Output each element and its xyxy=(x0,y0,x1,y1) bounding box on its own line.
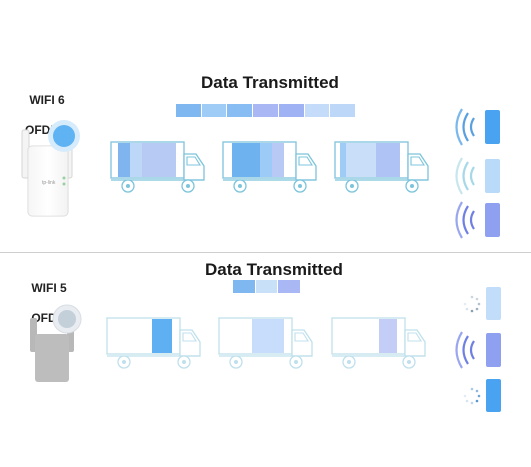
wifi5-device-1 xyxy=(463,287,501,320)
wifi6-bar-segment-4 xyxy=(253,104,279,117)
wifi6-standard: WIFI 6 xyxy=(29,93,65,107)
wifi6-bar-segment-3 xyxy=(227,104,254,117)
wifi6-device-1 xyxy=(455,108,500,146)
wifi5-device-2 xyxy=(455,331,501,369)
wifi6-bar-segment-7 xyxy=(330,104,357,117)
wifi5-data-bar xyxy=(233,280,302,293)
wifi6-bar-segment-5 xyxy=(278,104,305,117)
wifi5-standard: WIFI 5 xyxy=(31,281,67,295)
wifi6-data-bar xyxy=(176,104,357,117)
wifi5-truck-1 xyxy=(106,317,201,369)
wifi6-truck-3 xyxy=(334,141,429,193)
wifi6-truck-1 xyxy=(110,141,205,193)
section-divider xyxy=(0,252,531,253)
loading-spinner-icon xyxy=(463,295,481,313)
wifi5-device-3 xyxy=(463,379,501,412)
wifi5-title: Data Transmitted xyxy=(205,260,343,279)
wifi6-truck-2 xyxy=(222,141,317,193)
wifi5-bar-segment-3 xyxy=(278,280,302,293)
wifi6-bar-segment-1 xyxy=(176,104,202,117)
wifi6-signal-indicator xyxy=(48,120,80,152)
wifi5-truck-3 xyxy=(331,317,426,369)
wifi6-device-3 xyxy=(455,201,500,239)
wifi5-bar-segment-2 xyxy=(255,280,279,293)
wifi5-signal-indicator xyxy=(52,304,82,334)
svg-text:tp-link: tp-link xyxy=(42,180,56,186)
wifi6-bar-segment-6 xyxy=(304,104,331,117)
wifi5-bar-segment-1 xyxy=(233,280,256,293)
wifi6-device-2 xyxy=(455,157,500,195)
wifi6-bar-segment-2 xyxy=(201,104,228,117)
wifi6-title: Data Transmitted xyxy=(201,73,339,92)
loading-spinner-icon xyxy=(463,387,481,405)
wifi6-router: tp-link xyxy=(21,129,73,217)
wifi5-truck-2 xyxy=(218,317,313,369)
